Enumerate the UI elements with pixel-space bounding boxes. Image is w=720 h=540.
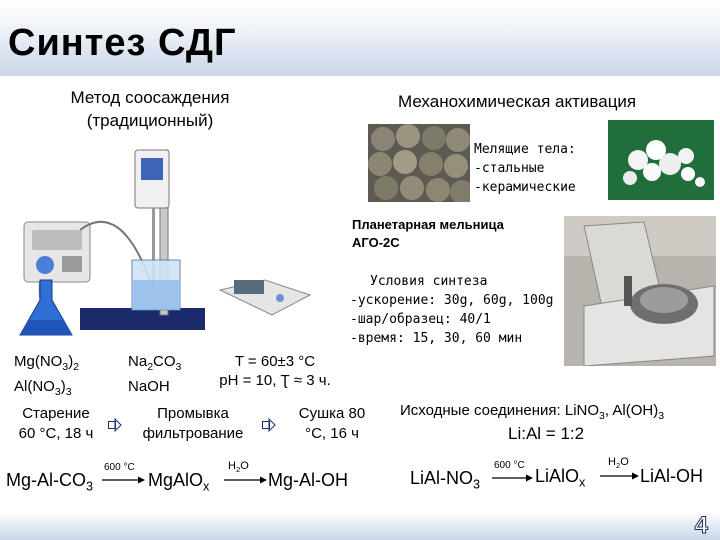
- mg-product-mid-text: MgAlO: [148, 470, 204, 490]
- step-drying-conditions: °C, 16 ч: [305, 425, 359, 442]
- li-product-start: LiAl-NO3: [410, 468, 480, 492]
- coprecipitation-title-line1: Метод соосаждения: [70, 88, 230, 107]
- mg-arrow2-label-h: H: [228, 460, 236, 472]
- reagent-co-sub: 3: [175, 361, 182, 373]
- page-number: 4: [694, 512, 708, 540]
- grinding-media-ceramic: -керамические: [474, 180, 576, 195]
- source-compound-aloh-sub: 3: [658, 410, 665, 422]
- mg-product-start: Mg-Al-CO3: [6, 470, 93, 494]
- mill-conditions-time: -время: 15, 30, 60 мин: [350, 331, 523, 346]
- step-drying-title: Сушка 80: [298, 405, 366, 422]
- mill-conditions-acceleration: -ускорение: 30g, 60g, 100g: [350, 293, 554, 308]
- mill-conditions-ratio: -шар/образец: 40/1: [350, 312, 491, 327]
- step-arrow-icon: [108, 418, 122, 432]
- reagent-na-sub1: 2: [147, 361, 154, 373]
- reagent-al-nitrate: Al(NO3)3: [14, 377, 79, 402]
- synthesis-conditions: T = 60±3 °C pH = 10, Ʈ ≈ 3 ч.: [205, 352, 345, 390]
- li-product-mid-sub: x: [579, 475, 586, 490]
- step-aging-title: Старение: [22, 405, 90, 422]
- li-arrow1-label: 600 °C: [494, 460, 525, 471]
- grinding-media-title: Мелящие тела:: [474, 142, 576, 157]
- footer-bar: [0, 512, 720, 540]
- li-arrow1-icon: [492, 474, 533, 482]
- mg-product-end: Mg-Al-OH: [268, 470, 348, 490]
- mg-arrow2-label: H2O: [228, 460, 249, 474]
- reagent-mg-paren: ): [68, 353, 74, 370]
- reagent-mg-text: Mg(NO: [14, 353, 63, 370]
- title-bar: [0, 0, 720, 76]
- planetary-mill-name: Планетарная мельница: [352, 217, 504, 232]
- mg-arrow2-label-o: O: [240, 460, 249, 472]
- reagent-al-text: Al(NO: [14, 378, 55, 395]
- reagent-naoh: NaOH: [128, 378, 170, 395]
- ceramic-balls-image: [608, 120, 714, 200]
- steel-balls-image: [368, 124, 470, 202]
- li-product-start-sub: 3: [473, 477, 481, 492]
- planetary-mill-label: Планетарная мельница АГО-2С: [352, 216, 504, 252]
- mg-arrow2-label-sub: 2: [235, 465, 241, 475]
- reagent-mg-sub1: 3: [62, 361, 69, 373]
- conditions-temperature: T = 60±3 °C: [234, 353, 316, 370]
- source-compound-lino3: LiNO: [564, 402, 600, 419]
- li-al-ratio: Li:Al = 1:2: [508, 424, 585, 443]
- li-arrow2-label-o: O: [620, 456, 629, 468]
- coprecipitation-title: Метод соосаждения (традиционный): [40, 86, 260, 132]
- step-washing-title: Промывка: [157, 405, 229, 422]
- reagent-na-carbonate: Na2CO3: [128, 352, 181, 377]
- reagent-mg-nitrate: Mg(NO3)2: [14, 352, 79, 377]
- mg-product-start-text: Mg-Al-CO: [6, 470, 86, 490]
- step-aging: Старение 60 °C, 18 ч: [6, 404, 106, 444]
- lab-equipment-image: [10, 149, 312, 336]
- grinding-media-steel: -стальные: [474, 161, 545, 176]
- step-drying: Сушка 80 °C, 16 ч: [282, 404, 382, 444]
- source-compound-aloh: , Al(OH): [604, 402, 659, 419]
- grinding-media-list: Мелящие тела: -стальные -керамические: [474, 140, 576, 197]
- mg-product-mid: MgAlOx: [148, 470, 209, 494]
- step-aging-conditions: 60 °C, 18 ч: [18, 425, 94, 442]
- step-arrow-icon: [262, 418, 276, 432]
- li-arrow2-label-sub: 2: [615, 461, 621, 471]
- coprecipitation-title-line2: (традиционный): [86, 111, 214, 130]
- li-arrow2-icon: [600, 472, 639, 480]
- mechanochemical-title: Механохимическая активация: [398, 92, 637, 111]
- planetary-mill-model: АГО-2С: [352, 235, 400, 250]
- reagent-co-text: CO: [153, 353, 176, 370]
- reagent-al-sub2: 3: [65, 386, 72, 398]
- reagent-na-text: Na: [128, 353, 148, 370]
- mg-product-mid-sub: x: [203, 479, 210, 494]
- source-compound-lino3-sub: 3: [599, 410, 605, 422]
- li-arrow2-label: H2O: [608, 456, 629, 470]
- slide-title: Синтез СДГ: [8, 22, 237, 64]
- step-washing: Промывка фильтрование: [128, 404, 258, 444]
- source-compounds-label: Исходные соединения:: [400, 402, 561, 419]
- mg-arrow1-icon: [102, 476, 145, 484]
- li-product-end: LiAl-OH: [640, 466, 704, 486]
- mill-conditions-title: Условия синтеза: [370, 274, 488, 289]
- source-compounds: Исходные соединения: LiNO3, Al(OH)3: [400, 402, 664, 422]
- planetary-mill-image: [564, 216, 716, 366]
- mg-arrow2-icon: [224, 476, 267, 484]
- mg-product-start-sub: 3: [86, 479, 94, 494]
- step-washing-subtitle: фильтрование: [142, 425, 244, 442]
- reagents-bases: Na2CO3 NaOH: [128, 352, 181, 396]
- li-product-mid: LiAlOx: [535, 466, 585, 490]
- li-product-mid-text: LiAlO: [535, 466, 580, 486]
- reagent-al-paren: ): [60, 378, 66, 395]
- li-product-start-text: LiAl-NO: [410, 468, 474, 488]
- li-arrow2-label-h: H: [608, 456, 616, 468]
- reagent-mg-sub2: 2: [73, 361, 80, 373]
- mg-arrow1-label: 600 °C: [104, 462, 135, 473]
- reagents-salts: Mg(NO3)2 Al(NO3)3: [14, 352, 79, 402]
- mill-conditions: Условия синтеза -ускорение: 30g, 60g, 10…: [350, 272, 554, 348]
- conditions-ph-time: pH = 10, Ʈ ≈ 3 ч.: [219, 372, 331, 389]
- reagent-al-sub1: 3: [54, 386, 61, 398]
